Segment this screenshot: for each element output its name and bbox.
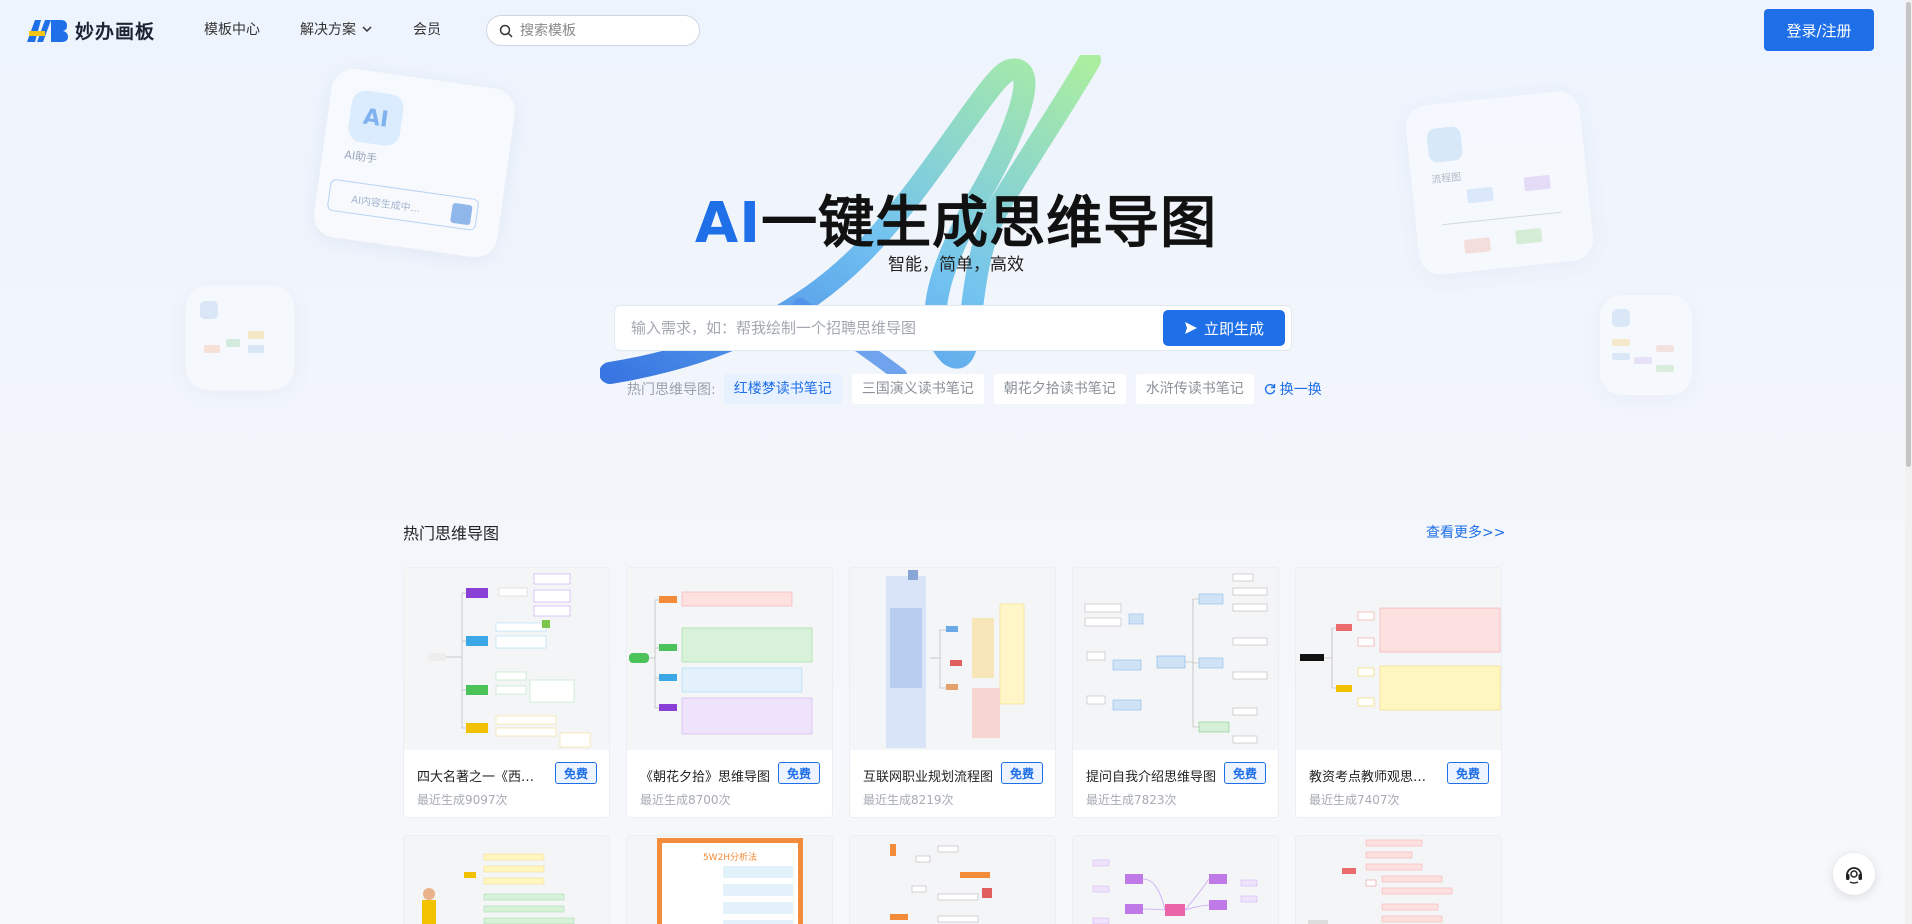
brand-logo[interactable]: 妙办画板 (25, 17, 155, 44)
template-name: 四大名著之一《西游记... (417, 770, 547, 785)
search-icon (499, 24, 513, 38)
search-input[interactable] (520, 22, 680, 39)
template-thumbnail (1296, 836, 1501, 924)
free-badge: 免费 (1224, 762, 1266, 784)
generate-button[interactable]: 立即生成 (1163, 310, 1285, 346)
template-thumbnail (850, 568, 1055, 750)
refresh-icon (1264, 384, 1275, 395)
refresh-label: 换一换 (1279, 382, 1322, 398)
refresh-tags-button[interactable]: 换一换 (1264, 379, 1322, 399)
template-thumbnail (404, 568, 609, 750)
template-card[interactable]: 《朝花夕拾》思维导图 免费 最近生成8700次 (626, 567, 833, 818)
ai-prompt-input[interactable] (615, 319, 1163, 337)
login-register-button[interactable]: 登录/注册 (1764, 9, 1874, 51)
template-thumbnail (850, 836, 1055, 924)
hot-tag[interactable]: 红楼梦读书笔记 (723, 374, 842, 404)
ai-badge-icon: AI (346, 88, 406, 148)
template-card[interactable] (1295, 835, 1502, 924)
template-name: 《朝花夕拾》思维导图 (640, 770, 770, 785)
generate-count: 最近生成7407次 (1309, 793, 1400, 807)
template-name: 教资考点教师观思维导... (1309, 770, 1439, 785)
template-search[interactable] (486, 15, 700, 46)
chevron-down-icon (362, 26, 372, 33)
hero-title: AI一键生成思维导图 (0, 178, 1912, 259)
template-name: 提问自我介绍思维导图 (1086, 770, 1216, 785)
flowchart-icon (1425, 125, 1464, 164)
hot-tag[interactable]: 三国演义读书笔记 (851, 374, 984, 404)
template-thumbnail (404, 836, 609, 924)
generate-count: 最近生成8219次 (863, 793, 954, 807)
template-thumbnail (627, 568, 832, 750)
template-name: 互联网职业规划流程图 (863, 770, 993, 785)
template-card[interactable]: 提问自我介绍思维导图 免费 最近生成7823次 (1072, 567, 1279, 818)
logo-icon (27, 19, 68, 42)
scrollbar-thumb[interactable] (1906, 2, 1911, 467)
template-card[interactable]: 四大名著之一《西游记... 免费 最近生成9097次 (403, 567, 610, 818)
customer-service-icon (1846, 867, 1862, 884)
ai-prompt-box: 立即生成 (614, 305, 1292, 351)
template-thumbnail (1296, 568, 1501, 750)
generate-label: 立即生成 (1203, 319, 1264, 338)
nav-item-templates[interactable]: 模板中心 (204, 19, 260, 39)
brand-name: 妙办画板 (75, 21, 156, 43)
generate-count: 最近生成7823次 (1086, 793, 1177, 807)
decor-small-card-left (186, 285, 294, 390)
generate-count: 最近生成8700次 (640, 793, 731, 807)
hero-title-rest: 一键生成思维导图 (761, 191, 1218, 256)
template-card[interactable] (403, 835, 610, 924)
section-title: 热门思维导图 (403, 524, 500, 543)
hot-tag[interactable]: 水浒传读书笔记 (1135, 374, 1254, 404)
send-icon (1184, 322, 1197, 334)
free-badge: 免费 (778, 762, 820, 784)
hot-tag[interactable]: 朝花夕拾读书笔记 (993, 374, 1126, 404)
generate-count: 最近生成9097次 (417, 793, 508, 807)
thumb-title: 5W2H分析法 (702, 853, 758, 863)
nav-item-solutions[interactable]: 解决方案 (300, 19, 373, 39)
view-more-link[interactable]: 查看更多>> (1426, 525, 1506, 541)
page-scrollbar[interactable] (1905, 0, 1912, 924)
decor-ai-helper-text: AI助手 (343, 148, 378, 166)
free-badge: 免费 (1447, 762, 1489, 784)
main-nav: 模板中心 解决方案 会员 (204, 19, 481, 39)
nav-label: 模板中心 (204, 22, 260, 38)
hot-tags-label: 热门思维导图: (627, 382, 716, 398)
free-badge: 免费 (555, 762, 597, 784)
nav-label: 会员 (413, 22, 441, 38)
template-thumbnail: 5W2H分析法 (627, 836, 832, 924)
top-header: 妙办画板 模板中心 解决方案 会员 登录/注册 (0, 0, 1912, 60)
free-badge: 免费 (1001, 762, 1043, 784)
template-thumbnail (1073, 836, 1278, 924)
decor-small-card-right (1600, 295, 1692, 395)
template-card[interactable] (1072, 835, 1279, 924)
hero-subtitle: 智能，简单，高效 (888, 255, 1024, 275)
template-card[interactable]: 教资考点教师观思维导... 免费 最近生成7407次 (1295, 567, 1502, 818)
nav-item-membership[interactable]: 会员 (413, 19, 441, 39)
template-thumbnail (1073, 568, 1278, 750)
template-card[interactable] (849, 835, 1056, 924)
hero-title-accent: AI (694, 191, 762, 256)
template-card[interactable]: 5W2H分析法 (626, 835, 833, 924)
nav-label: 解决方案 (300, 22, 356, 38)
template-card[interactable]: 互联网职业规划流程图 免费 最近生成8219次 (849, 567, 1056, 818)
customer-service-button[interactable] (1833, 853, 1875, 895)
hot-mindmap-tags: 热门思维导图: 红楼梦读书笔记 三国演义读书笔记 朝花夕拾读书笔记 水浒传读书笔… (627, 374, 1322, 404)
